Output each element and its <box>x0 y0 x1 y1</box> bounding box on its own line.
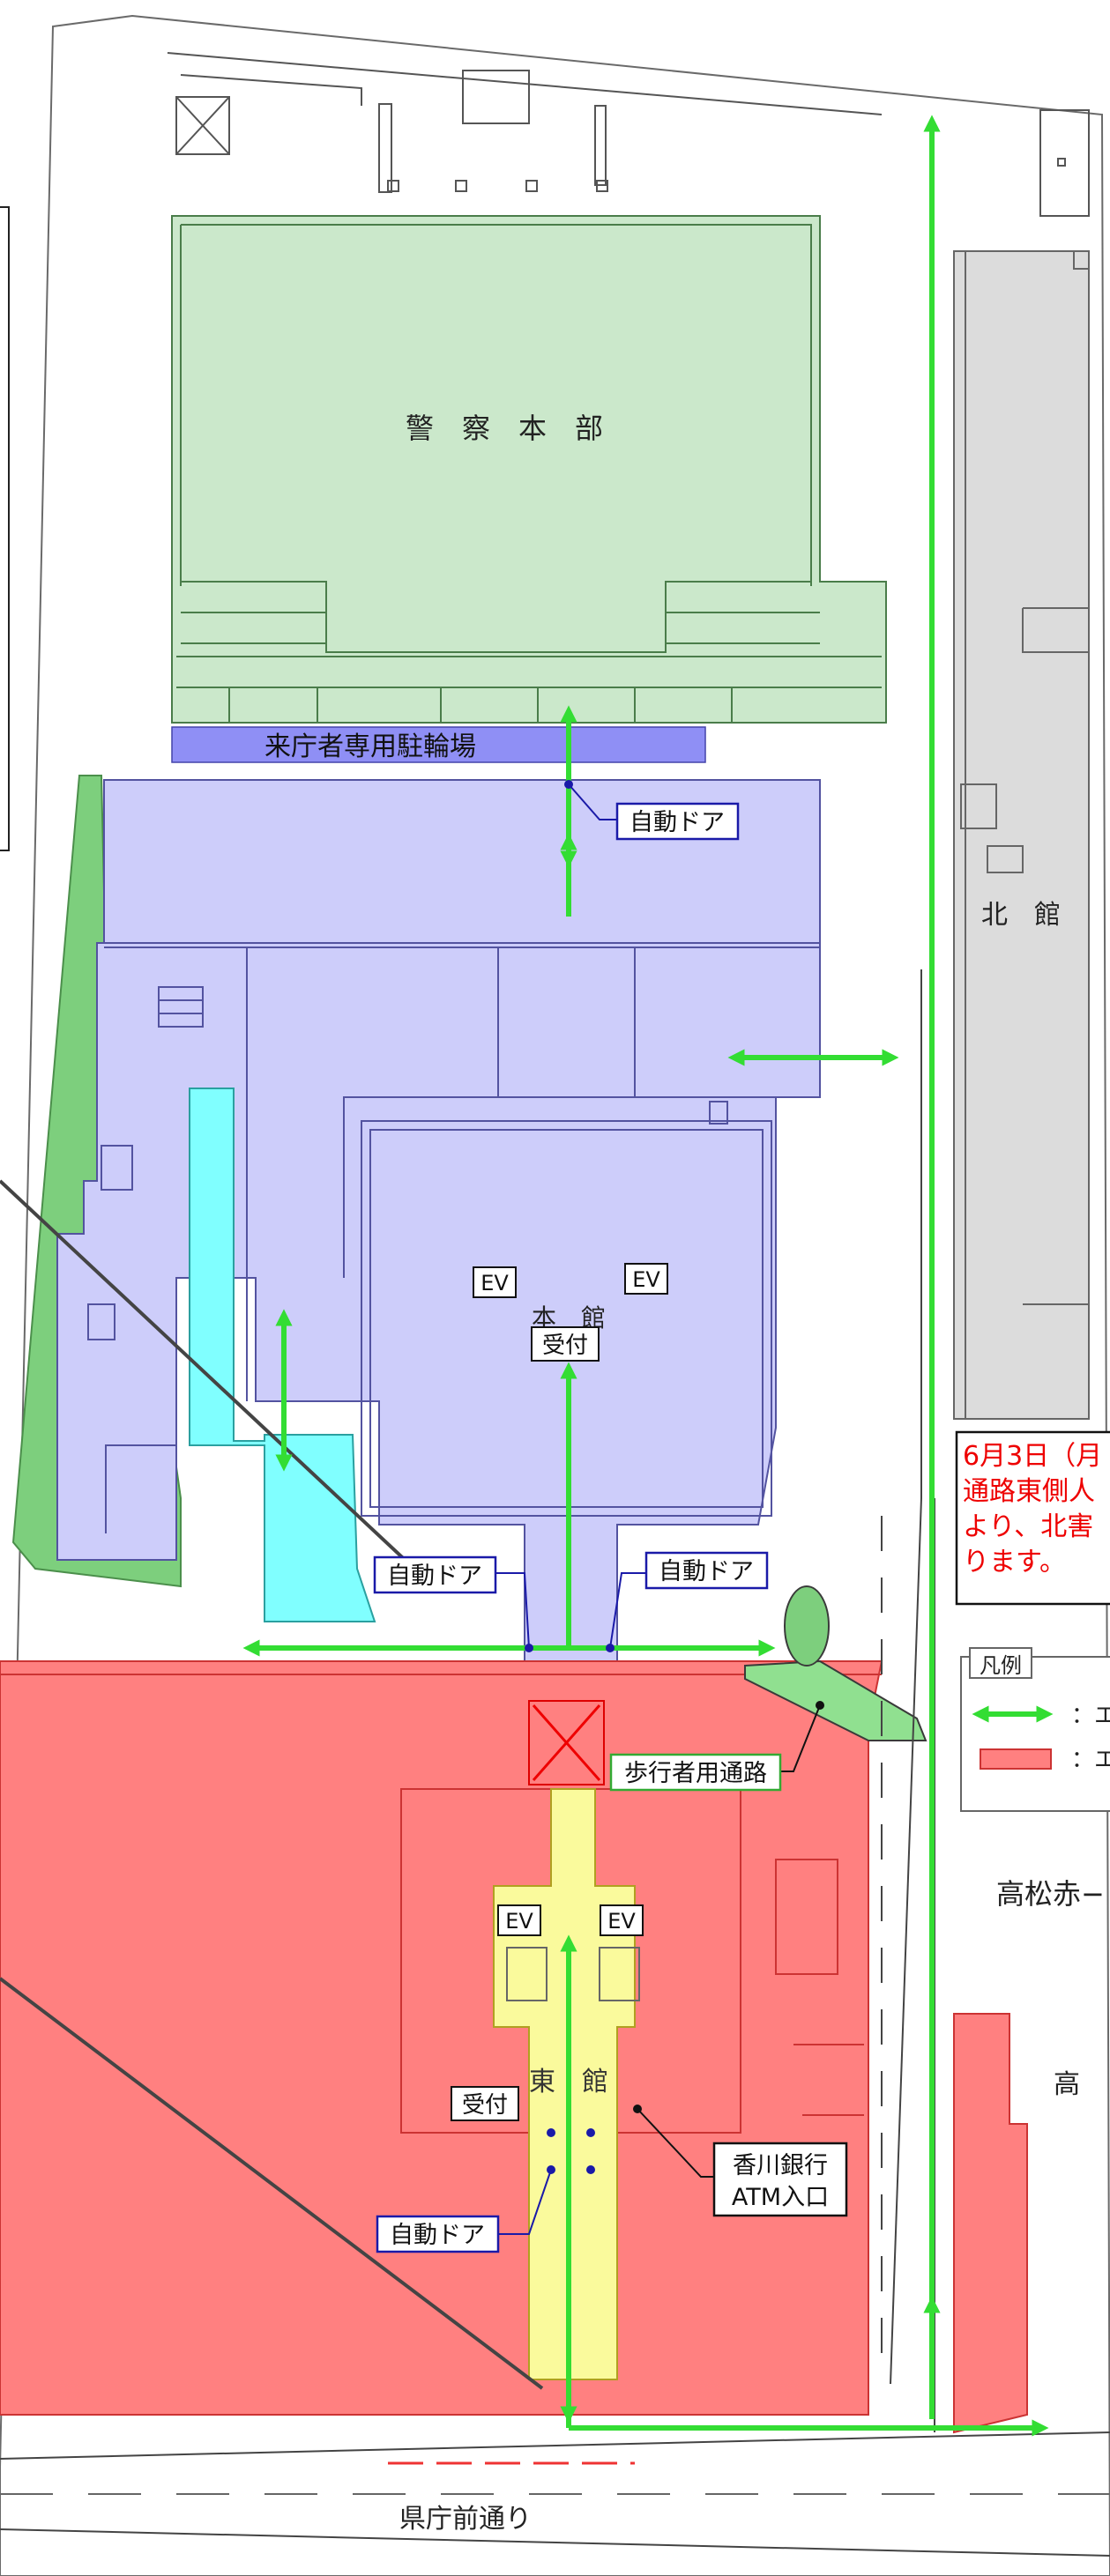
atm-box <box>712 2142 848 2217</box>
auto-door-bottom: 自動ドア <box>390 2222 485 2249</box>
east-reception: 受付 <box>462 2092 508 2119</box>
atm-line1: 香川銀行 <box>733 2152 828 2179</box>
main-ev-right: EV <box>632 1267 660 1292</box>
police-hq-details <box>176 224 882 723</box>
police-hq-building <box>171 215 887 724</box>
closed-x-2 <box>532 1704 601 1781</box>
main-reception: 受付 <box>542 1333 588 1359</box>
legend-green-label: ：エ <box>1071 1703 1110 1729</box>
east-reception-box <box>451 2086 519 2121</box>
main-ev-left-box <box>473 1266 517 1298</box>
north-building <box>953 250 1090 1420</box>
east-stairs <box>506 1947 640 2001</box>
pedestrian-path-label: 歩行者用通路 <box>624 1760 767 1787</box>
street-label: 県庁前通り <box>399 2504 532 2535</box>
district-label: 高松赤− <box>996 1877 1105 1911</box>
door-leaders <box>494 783 648 2235</box>
atm-line2: ATM入口 <box>732 2184 829 2211</box>
notice-line1: 6月3日（月 <box>963 1441 1102 1472</box>
bicycle-parking <box>171 726 706 763</box>
pedestrian-path <box>744 1659 927 1741</box>
top-outbuildings <box>167 52 1090 217</box>
north-building-details <box>960 250 1090 1419</box>
legend-red-swatch <box>980 1748 1052 1770</box>
east-ev-left-box <box>497 1904 541 1936</box>
east-ev-right-box <box>600 1904 644 1936</box>
north-building-label: 北 館 <box>981 900 1061 931</box>
auto-door-right: 自動ドア <box>659 1558 754 1585</box>
auto-door-bottom-box <box>376 2215 500 2253</box>
auto-door-right-box <box>644 1551 769 1590</box>
east-ev-right: EV <box>607 1909 636 1934</box>
auto-door-left-box <box>373 1555 497 1594</box>
green-island <box>784 1585 830 1667</box>
legend-title-box <box>969 1647 1032 1679</box>
notice-line2: 通路東側人 <box>963 1476 1095 1507</box>
survey-line-1 <box>0 1179 416 1570</box>
bicycle-parking-label: 来庁者専用駐輪場 <box>264 731 476 762</box>
east-ev-left: EV <box>505 1909 533 1934</box>
police-hq-label: 警 察 本 部 <box>406 412 603 445</box>
notice-line3: より、北害 <box>963 1511 1093 1542</box>
main-reception-box <box>531 1326 600 1362</box>
left-frame <box>0 206 10 851</box>
east-building <box>0 1660 883 2416</box>
survey-line-2 <box>0 1977 544 2390</box>
district-label-partial: 高 <box>1054 2069 1080 2100</box>
auto-door-top: 自動ドア <box>629 809 725 836</box>
legend-red-label: ：エ <box>1071 1747 1110 1773</box>
auto-door-top-box <box>615 802 740 841</box>
pedestrian-path-box <box>609 1753 782 1792</box>
atm-dot <box>633 2105 642 2113</box>
main-ev-right-box <box>624 1263 668 1295</box>
route-arrows <box>242 115 1049 2437</box>
auto-door-left: 自動ドア <box>387 1563 482 1590</box>
other-leaders <box>637 1704 821 2178</box>
notice-box <box>955 1430 1110 1606</box>
main-building <box>56 779 821 1671</box>
main-ev-left: EV <box>481 1271 509 1295</box>
notice-line4: ります。 <box>963 1547 1066 1578</box>
legend-box <box>960 1656 1110 1812</box>
path-dot <box>816 1701 824 1710</box>
east-side-building <box>953 2013 1028 2434</box>
legend-title: 凡例 <box>980 1653 1022 1678</box>
